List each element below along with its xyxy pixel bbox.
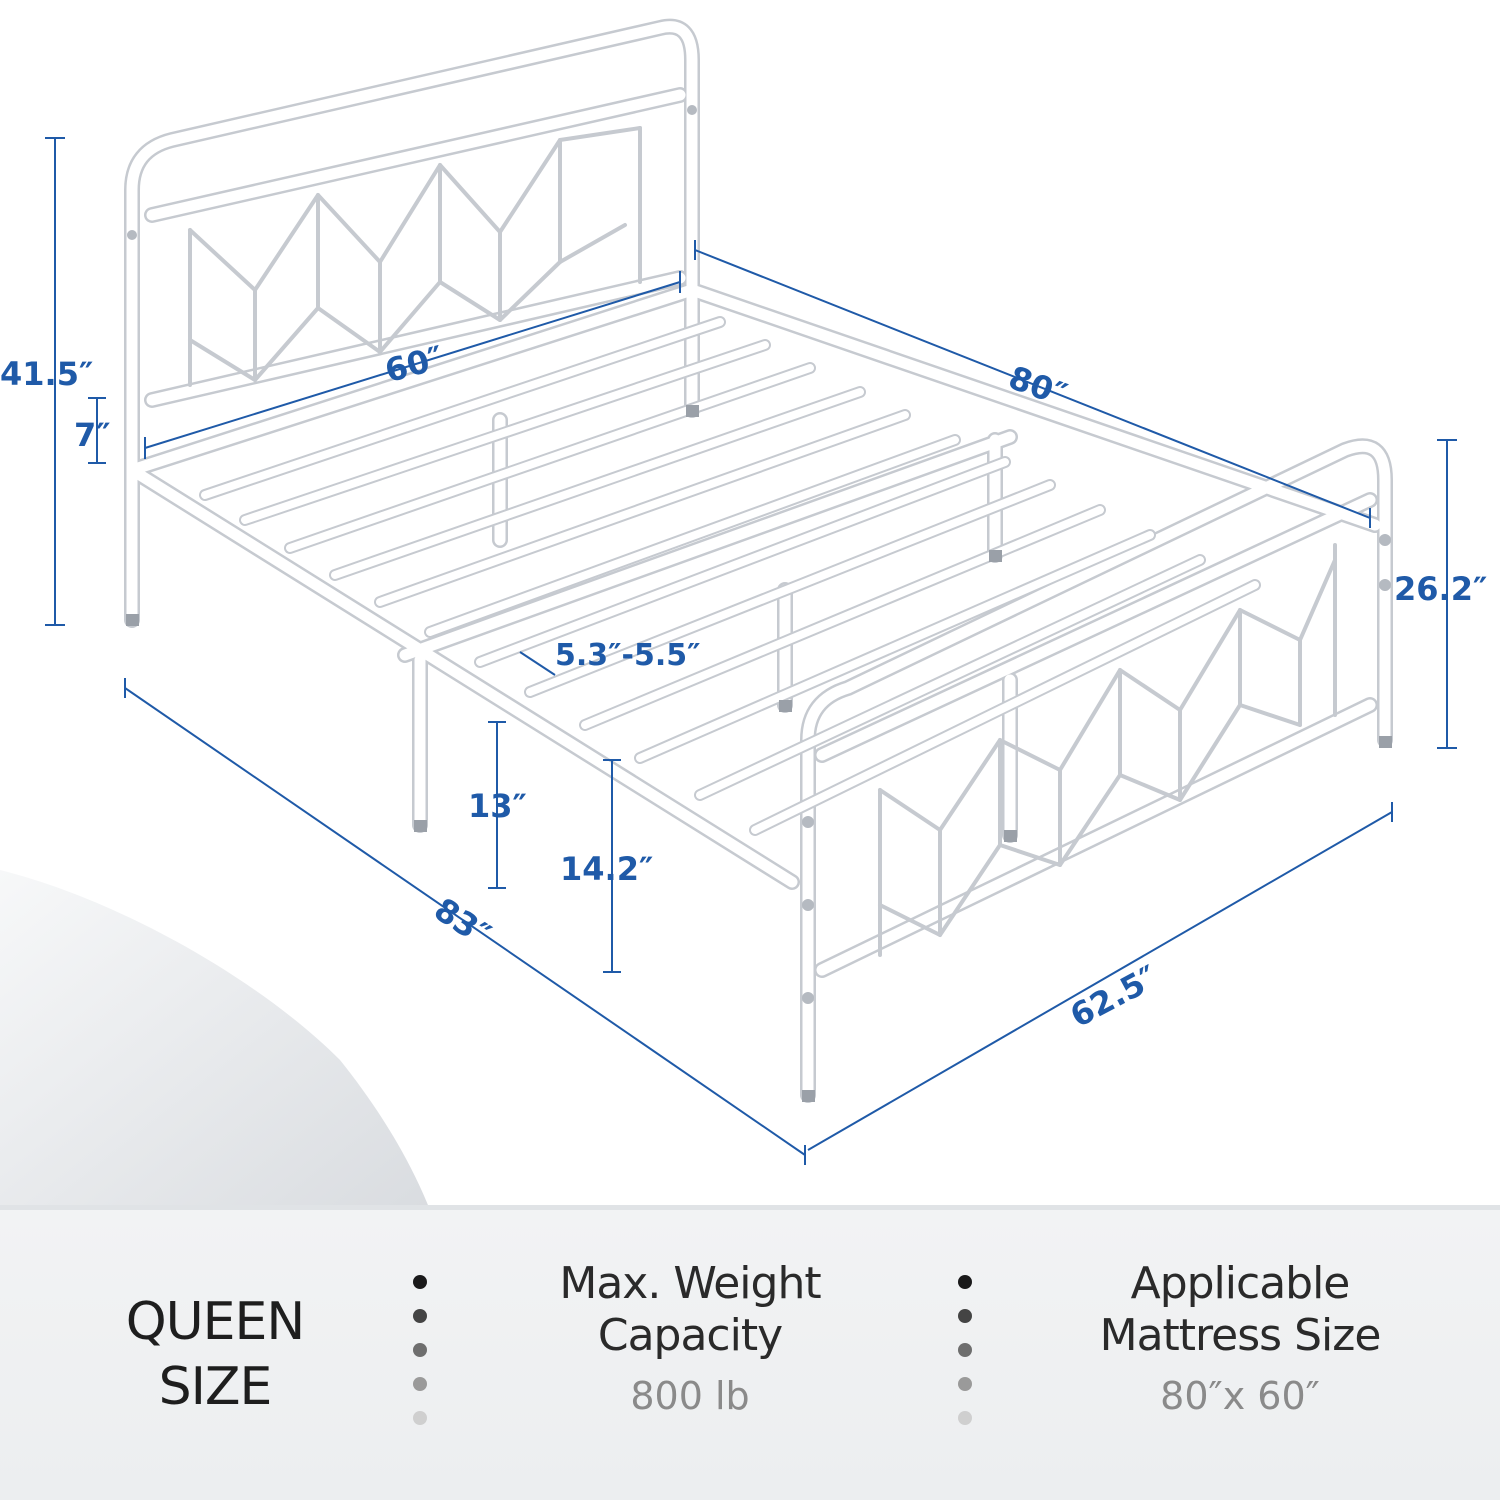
mattress-size-spec: Applicable Mattress Size 80″x 60″: [1060, 1258, 1420, 1419]
weight-title-line-2: Capacity: [597, 1309, 783, 1361]
dim-under-bed-clearance: 13″: [468, 787, 527, 825]
dim-footboard-height: 26.2″: [1394, 570, 1487, 608]
dim-total-width: 62.5″: [1064, 958, 1164, 1035]
bed-frame: [124, 18, 1393, 1103]
dimension-lines: [45, 137, 1457, 1165]
weight-capacity-spec: Max. Weight Capacity 800 lb: [520, 1258, 860, 1419]
size-line-2: SIZE: [158, 1357, 273, 1417]
dim-frame-height: 14.2″: [560, 850, 653, 888]
dim-slat-gap: 5.3″-5.5″: [555, 638, 701, 673]
dim-headboard-gap: 7″: [74, 416, 111, 454]
paper-curl: [0, 870, 430, 1210]
mattress-title-line-1: Applicable: [1130, 1258, 1351, 1309]
headboard-pattern: [188, 126, 642, 387]
weight-value: 800 lb: [630, 1373, 750, 1418]
weight-title-line-1: Max. Weight: [559, 1258, 821, 1309]
dot-divider-2: [958, 1275, 972, 1425]
mattress-value: 80″x 60″: [1160, 1373, 1320, 1418]
dim-total-height: 41.5″: [0, 355, 93, 393]
mattress-title-line-2: Mattress Size: [1099, 1309, 1382, 1361]
specs-panel: [0, 1210, 1500, 1500]
dot-divider-1: [413, 1275, 427, 1425]
footboard-pattern: [878, 543, 1337, 957]
dim-total-length: 83″: [428, 890, 498, 954]
size-line-1: QUEEN: [125, 1292, 306, 1352]
size-label: QUEEN SIZE: [100, 1290, 330, 1420]
